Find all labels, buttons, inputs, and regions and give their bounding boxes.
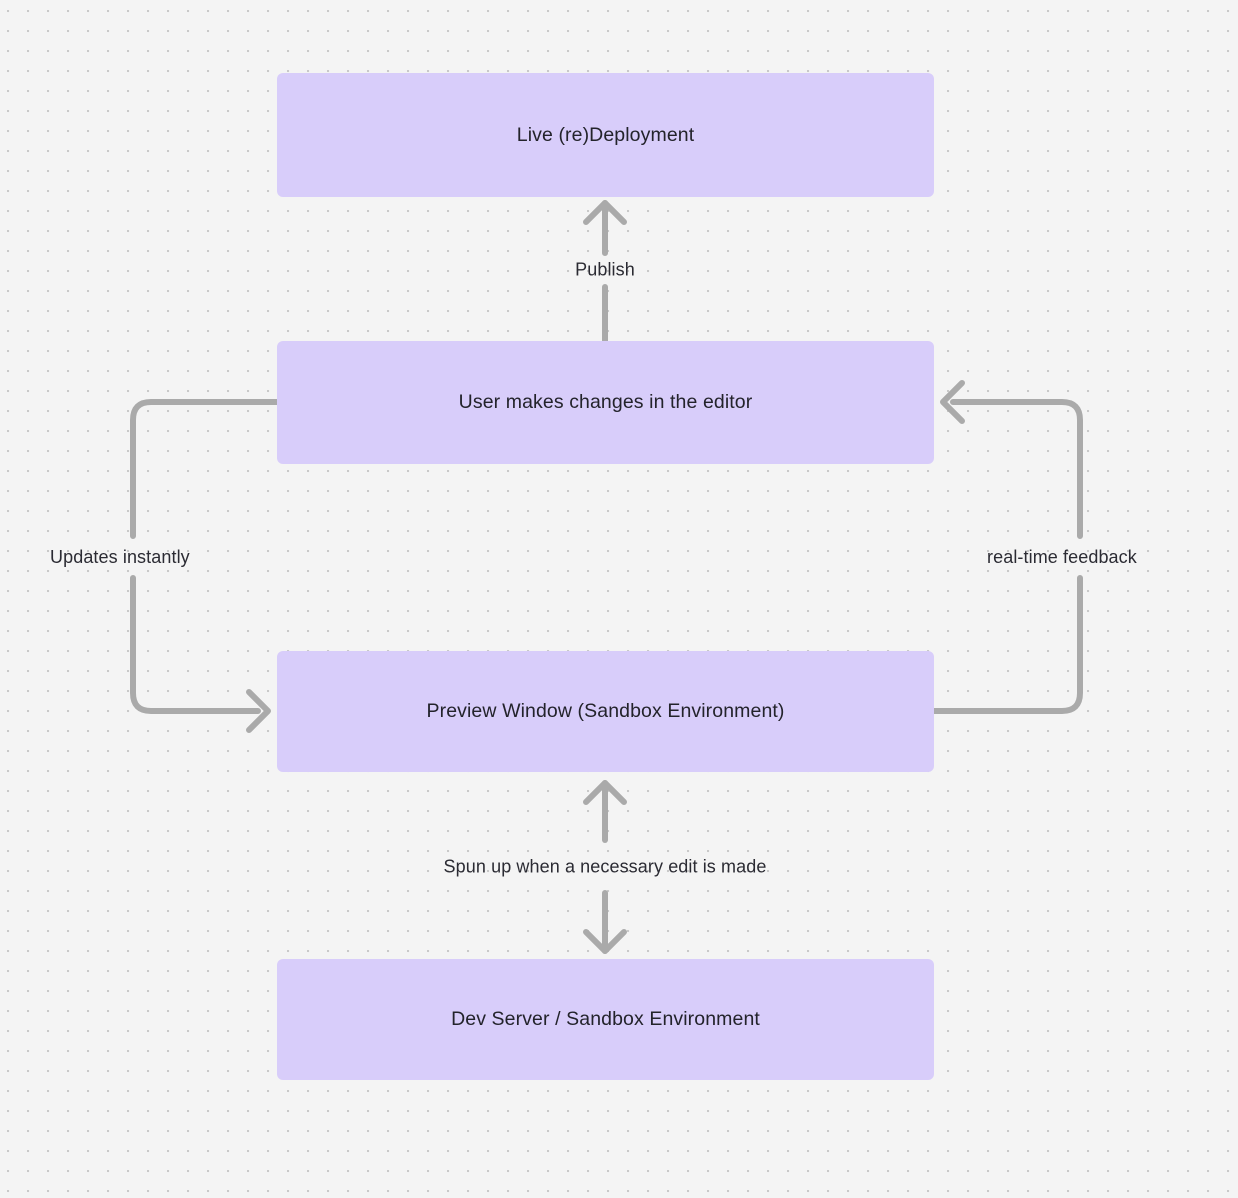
edge-label-publish: Publish bbox=[575, 259, 635, 280]
node-dev-server-sandbox-environment-label: Dev Server / Sandbox Environment bbox=[451, 1008, 760, 1031]
arrowhead-down-icon bbox=[583, 929, 627, 954]
edge-label-real-time-feedback: real-time feedback bbox=[987, 547, 1137, 567]
node-live-redeployment[interactable]: Live (re)Deployment bbox=[277, 73, 934, 197]
arrowhead-left-icon bbox=[940, 380, 965, 424]
node-user-makes-changes-in-the-editor[interactable]: User makes changes in the editor bbox=[277, 341, 934, 464]
arrowhead-right-icon bbox=[246, 689, 271, 733]
node-live-redeployment-label: Live (re)Deployment bbox=[516, 123, 695, 146]
edge-label-updates-instantly: Updates instantly bbox=[50, 547, 190, 567]
node-preview-window-sandbox-environment[interactable]: Preview Window (Sandbox Environment) bbox=[277, 651, 934, 772]
node-dev-server-sandbox-environment[interactable]: Dev Server / Sandbox Environment bbox=[277, 959, 934, 1080]
arrowhead-up-icon bbox=[583, 200, 627, 225]
node-user-makes-changes-in-the-editor-label: User makes changes in the editor bbox=[458, 391, 753, 414]
node-preview-window-sandbox-environment-label: Preview Window (Sandbox Environment) bbox=[426, 700, 785, 723]
edge-label-spun-up: Spun up when a necessary edit is made bbox=[443, 856, 767, 877]
arrowhead-up-icon bbox=[583, 780, 627, 805]
